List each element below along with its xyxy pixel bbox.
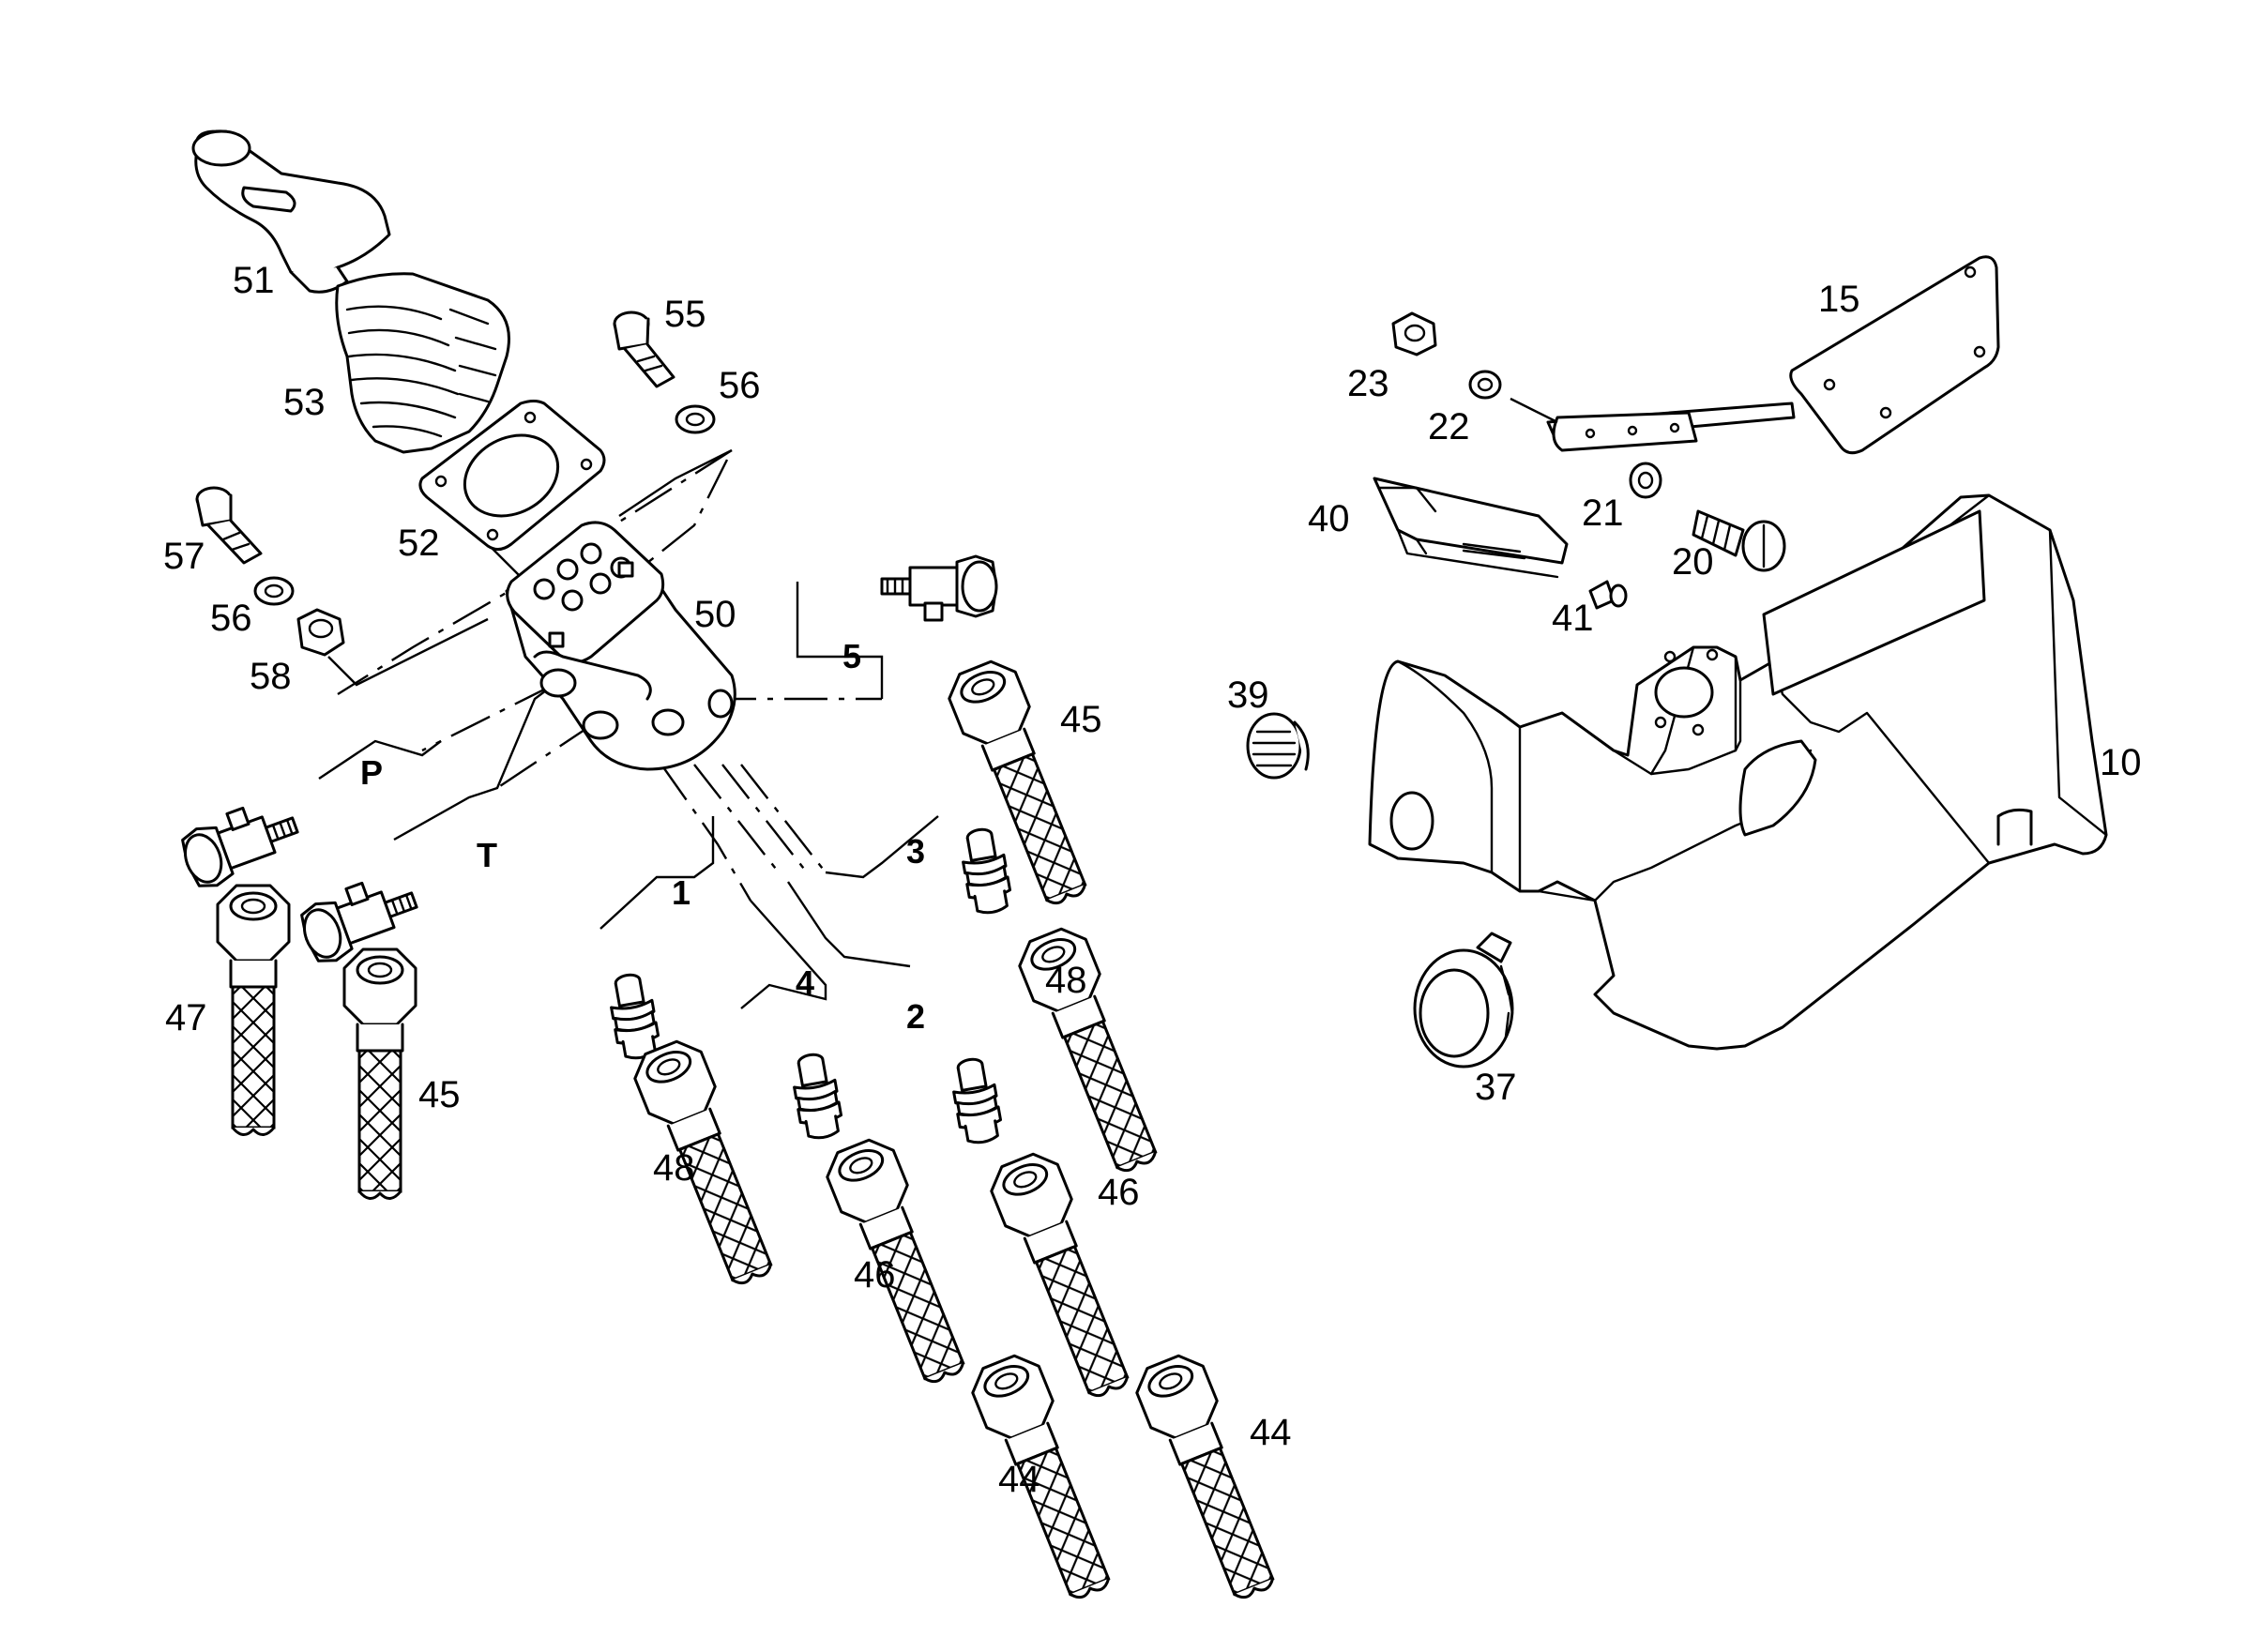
elbow-fitting-5 [880, 554, 998, 622]
control-valve-body [505, 521, 736, 771]
mounting-plate [1546, 255, 2000, 455]
callout-15: 15 [1818, 279, 1860, 320]
callout-46-right: 46 [1098, 1172, 1140, 1213]
elbow-fitting-p [174, 792, 307, 894]
nipple-fitting-1 [604, 970, 663, 1063]
bolt-55 [613, 311, 675, 388]
callout-50: 50 [694, 594, 736, 635]
callout-40: 40 [1308, 498, 1350, 539]
nut-58 [296, 608, 345, 657]
port-label-4: 4 [796, 963, 814, 1002]
nipple-fitting-4 [787, 1050, 846, 1143]
port-labels: P T 1 3 4 2 5 [360, 637, 925, 1036]
console-housing [1368, 493, 2108, 1051]
callout-20: 20 [1672, 541, 1714, 583]
hose-clamp-37 [1413, 932, 1514, 1068]
leader-lines [318, 448, 939, 1009]
port-label-t: T [477, 836, 497, 874]
callout-21: 21 [1582, 493, 1624, 534]
nipple-fitting-2 [947, 1054, 1006, 1147]
washer-56-left [253, 576, 295, 606]
callout-57: 57 [163, 536, 205, 577]
callout-39: 39 [1227, 674, 1269, 716]
bolt-57 [195, 486, 263, 565]
callout-45-left: 45 [418, 1074, 461, 1115]
callout-53: 53 [283, 382, 326, 423]
hose-45-left [342, 947, 417, 1201]
hose-47 [216, 884, 291, 1137]
joystick-handle [191, 129, 391, 294]
hose-46-left [818, 1131, 981, 1392]
callout-56-left: 56 [210, 598, 252, 639]
callout-23: 23 [1347, 363, 1389, 404]
hose-44-right [1128, 1347, 1291, 1608]
nipple-fitting-3 [956, 825, 1015, 917]
callout-47: 47 [165, 997, 207, 1038]
washer-21 [1629, 462, 1662, 499]
grommet-39 [1246, 712, 1310, 780]
callout-52: 52 [398, 523, 440, 564]
port-label-5: 5 [842, 637, 861, 675]
hose-48-left [626, 1033, 789, 1294]
gasket-plate [418, 400, 606, 551]
callout-10: 10 [2100, 742, 2142, 783]
port-label-1: 1 [672, 873, 690, 912]
port-label-3: 3 [906, 832, 925, 871]
washer-56-top [675, 404, 716, 434]
callout-56-top: 56 [719, 365, 761, 406]
callout-48-right: 48 [1045, 960, 1087, 1001]
callout-labels: 51 53 55 56 52 57 56 58 50 45 48 47 45 4… [163, 260, 2142, 1500]
callout-48-left: 48 [653, 1147, 695, 1189]
callout-44-left: 44 [998, 1459, 1040, 1500]
washer-22 [1468, 370, 1502, 400]
bolt-20 [1692, 509, 1786, 572]
callout-37: 37 [1475, 1067, 1517, 1108]
screw-41 [1588, 580, 1628, 610]
port-label-p: P [360, 753, 383, 792]
callout-46-left: 46 [854, 1254, 896, 1296]
callout-45-right: 45 [1060, 699, 1102, 740]
rubber-boot [335, 272, 510, 454]
callout-41: 41 [1552, 598, 1594, 639]
hose-48-right [1010, 920, 1174, 1181]
port-label-2: 2 [906, 997, 925, 1036]
callout-58: 58 [250, 656, 292, 697]
callout-55: 55 [664, 294, 706, 335]
nut-23 [1391, 311, 1437, 356]
callout-51: 51 [233, 260, 275, 301]
callout-22: 22 [1428, 406, 1470, 447]
callout-44-right: 44 [1250, 1412, 1292, 1453]
switch-panel [1373, 477, 1569, 579]
